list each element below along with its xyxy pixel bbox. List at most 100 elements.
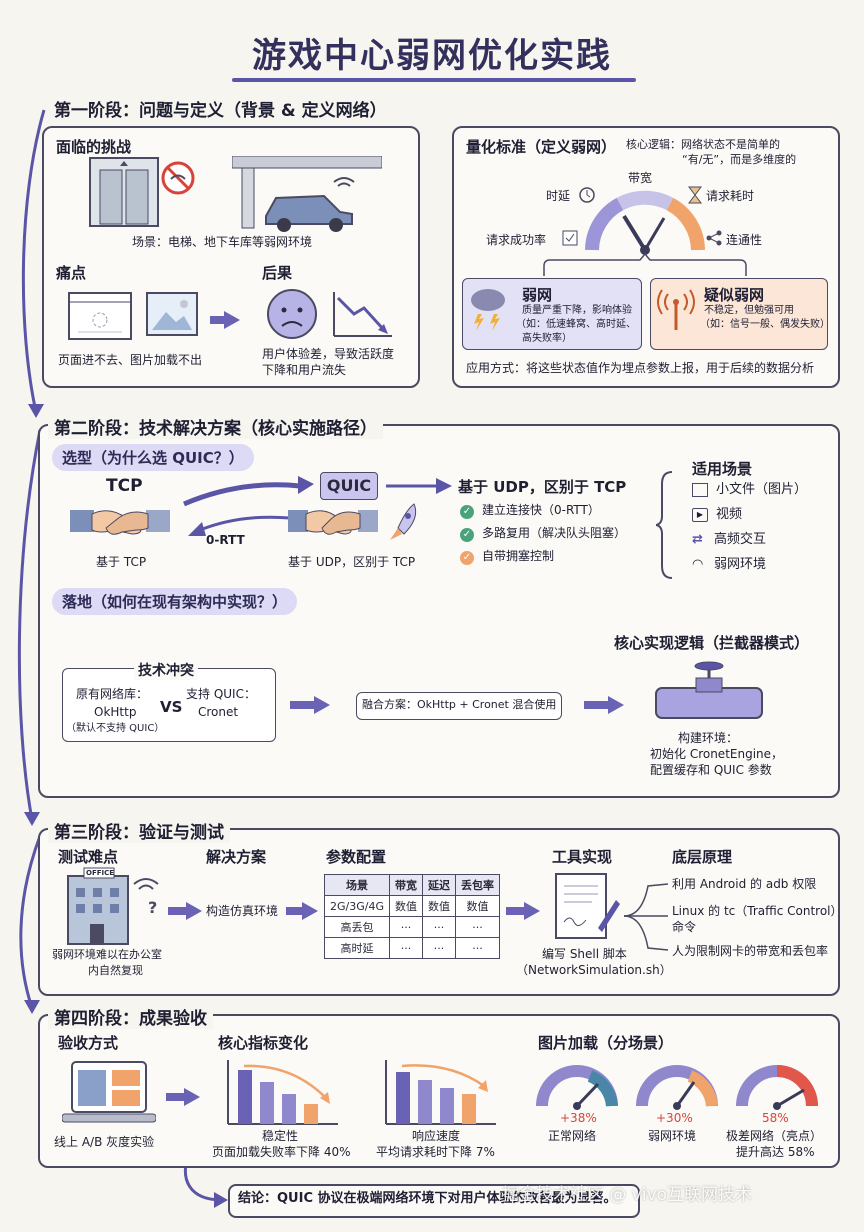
fusion-box	[356, 692, 562, 720]
browser-loading-icon	[68, 292, 132, 340]
fusion-text: 融合方案：OkHttp + Cronet 混合使用	[362, 698, 557, 711]
quic-feature-arrow	[386, 478, 452, 494]
question-icon: ?	[148, 898, 158, 917]
gauge-label-bandwidth: 带宽	[628, 171, 653, 185]
quant-title: 量化标准（定义弱网）	[466, 138, 617, 156]
metric2-value: 平均请求耗时下降 7%	[376, 1145, 495, 1159]
metric1-label: 稳定性	[262, 1129, 299, 1143]
metrics-title: 核心指标变化	[218, 1034, 309, 1052]
scene-item-interaction: ⇄高频交互	[692, 532, 767, 547]
suspect-network-title: 疑似弱网	[704, 286, 765, 304]
watermark: 掘金技术社区 @ vivo互联网技术	[502, 1185, 753, 1205]
scenes-title: 适用场景	[692, 460, 753, 478]
core-impl-title: 核心实现逻辑（拦截器模式）	[614, 634, 810, 652]
suspect-network-line-1: 不稳定，但勉强可用	[704, 305, 794, 316]
quic-label: QUIC	[320, 472, 378, 500]
checklist-icon	[562, 230, 578, 246]
metric1-value: 页面加载失败率下降 40%	[212, 1145, 351, 1159]
challenges-title: 面临的挑战	[56, 138, 132, 156]
gauge-label-request-time: 请求耗时	[706, 189, 755, 203]
broken-image-icon	[146, 292, 198, 336]
stage4-title: 第四阶段：成果验收	[48, 1004, 213, 1029]
no-signal-icon	[161, 161, 195, 195]
core-logic-1: 核心逻辑：网络状态不是简单的	[626, 138, 780, 151]
result-text-1: 用户体验差，导致活跃度	[262, 347, 395, 361]
conflict-title: 技术冲突	[134, 660, 198, 680]
wifi-icon: ◠	[692, 557, 704, 572]
scene-brace	[656, 471, 673, 579]
tcp-handshake-icon	[70, 510, 170, 535]
difficulty-title: 测试难点	[58, 848, 119, 866]
gauge-label-success: 请求成功率	[486, 233, 547, 247]
gauge-label-latency: 时延	[546, 189, 571, 203]
principle-connectors	[623, 883, 669, 951]
principle-4: 人为限制网卡的带宽和丢包率	[672, 944, 829, 958]
difficulty-arrow-head	[186, 902, 202, 920]
metric-chart-stability	[227, 1060, 338, 1125]
script-document-icon	[555, 873, 620, 939]
image-icon	[692, 482, 708, 497]
scene-list: 小文件（图片） ▶视频 ⇄高频交互 ◠弱网环境	[692, 482, 807, 582]
laptop-ab-icon	[62, 1061, 156, 1123]
conclusion-box	[228, 1184, 640, 1218]
scene-text: 场景：电梯、地下车库等弱网环境	[132, 235, 313, 249]
quic-feature-head: 基于 UDP，区别于 TCP	[458, 478, 627, 496]
gauge-weak-value: +30%	[656, 1111, 693, 1125]
pain-arrow-head	[224, 311, 240, 329]
solution-arrow	[286, 907, 302, 915]
gauge-weak	[636, 1065, 718, 1110]
conclusion-text: 结论：QUIC 协议在极端网络环境下对用户体验的改善最为显著。	[238, 1191, 617, 1206]
difficulty-text-1: 弱网环境难以在办公室	[52, 948, 162, 961]
principle-1: 利用 Android 的 adb 权限	[672, 877, 817, 891]
swap-icon: ⇄	[692, 532, 703, 547]
feature-item-1: ✓多路复用（解决队头阻塞）	[460, 525, 626, 548]
table-row: 高丢包·········	[324, 916, 500, 938]
tool-text-2: （NetworkSimulation.sh）	[516, 963, 672, 977]
solution-text: 构造仿真环境	[206, 904, 279, 918]
video-icon: ▶	[692, 507, 708, 522]
clock-icon	[579, 187, 595, 203]
conflict-left-2: OkHttp	[94, 705, 137, 719]
rocket-icon	[390, 503, 417, 540]
gauge-poor-label-2: 提升高达 58%	[736, 1145, 815, 1159]
method-arrow	[166, 1093, 184, 1101]
vs-label: VS	[160, 698, 183, 716]
tool-text-1: 编写 Shell 脚本	[542, 947, 627, 961]
pain-text: 页面进不去、图片加载不出	[58, 353, 203, 367]
gauge-weak-label: 弱网环境	[648, 1129, 697, 1143]
gauge-poor	[736, 1065, 818, 1110]
land-pill: 落地（如何在现有架构中实现？）	[52, 588, 298, 615]
apply-text: 应用方式：将这些状态值作为埋点参数上报，用于后续的数据分析	[466, 361, 815, 375]
check-icon: ✓	[460, 505, 474, 519]
elevator-icon	[89, 157, 159, 227]
tool-title: 工具实现	[552, 848, 613, 866]
check-icon: ✓	[460, 528, 474, 542]
quic-handshake-icon	[288, 510, 378, 535]
pipe-valve-icon	[655, 661, 763, 719]
weak-network-title: 弱网	[522, 286, 553, 304]
tcp-label: TCP	[106, 476, 143, 496]
result-text-2: 下降和用户流失	[262, 363, 347, 377]
title-underline	[232, 78, 636, 82]
solution-arrow-head	[302, 902, 318, 920]
method-title: 验收方式	[58, 1034, 119, 1052]
hourglass-icon	[688, 186, 702, 204]
feature-list: ✓建立连接快（0-RTT） ✓多路复用（解决队头阻塞） ✓自带拥塞控制	[460, 502, 626, 571]
param-arrow	[506, 907, 524, 915]
principle-3: 命令	[672, 920, 697, 934]
difficulty-text-2: 内自然复现	[88, 964, 143, 977]
weak-network-line-3: 高失败率）	[522, 333, 572, 344]
gauge-normal-label: 正常网络	[548, 1129, 597, 1143]
gauge-poor-label: 极差网络（亮点）	[726, 1129, 823, 1143]
build-env-2: 初始化 CronetEngine，	[650, 747, 784, 761]
weak-network-line-1: 质量严重下降，影响体验	[522, 305, 632, 316]
fusion-arrow	[584, 701, 608, 709]
weak-network-line-2: （如：低速蜂窝、高时延、	[516, 319, 636, 330]
scene-item-weak: ◠弱网环境	[692, 557, 767, 572]
quic-sub: 基于 UDP，区别于 TCP	[288, 555, 416, 569]
gauge-split-bracket	[543, 252, 747, 276]
stage3-title: 第三阶段：验证与测试	[48, 818, 230, 843]
